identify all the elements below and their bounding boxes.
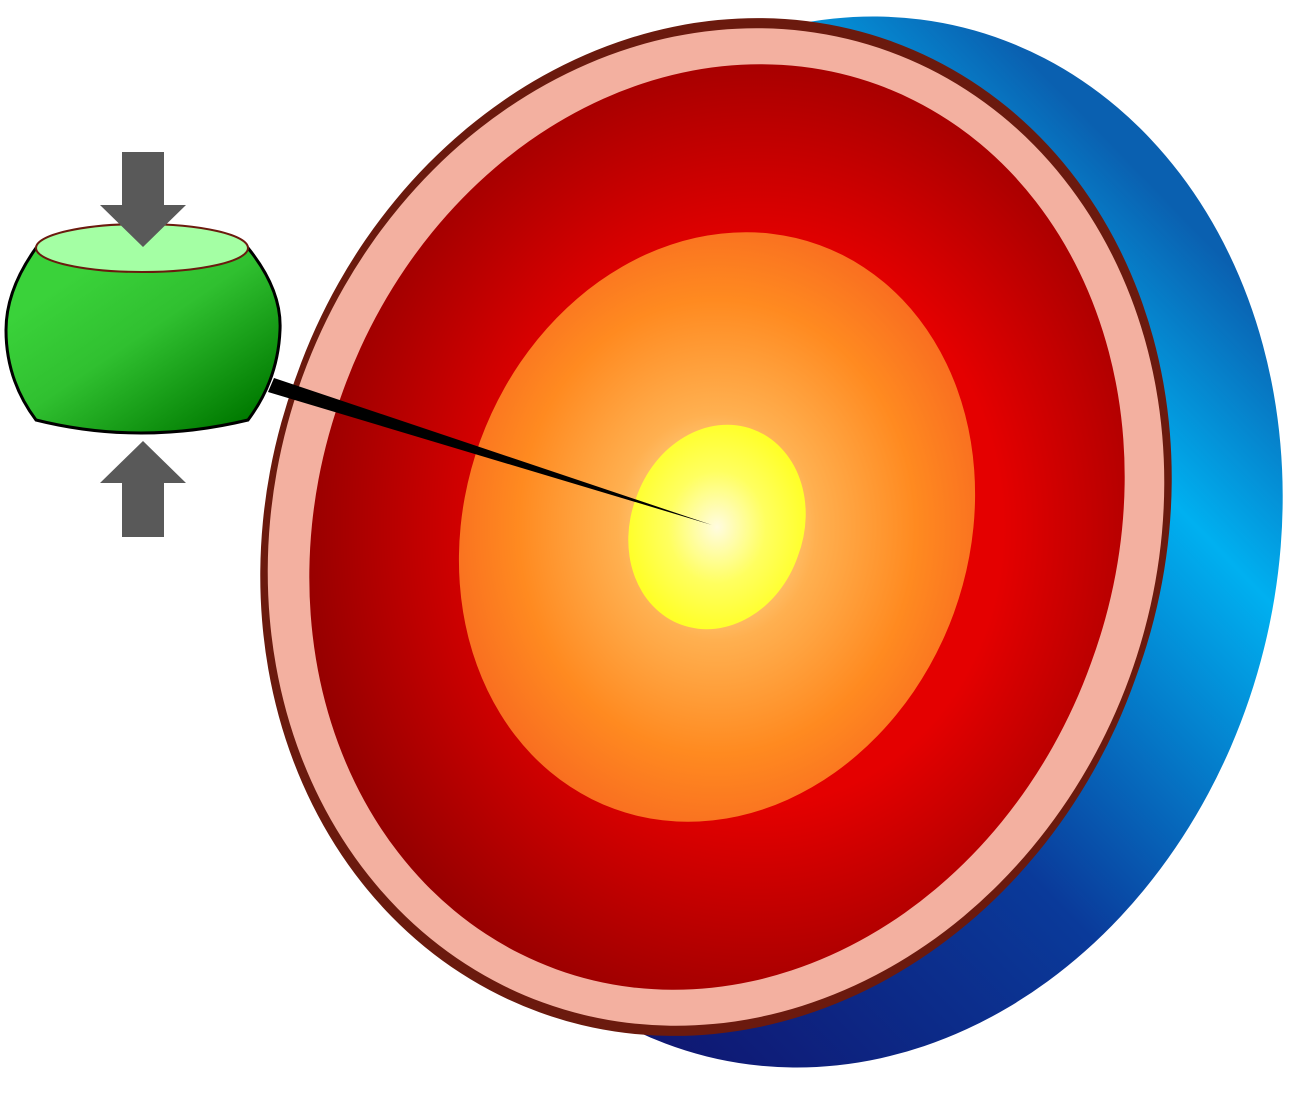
sample-body [4,246,282,435]
inner-core [628,424,806,630]
arrow-up-icon [100,441,186,537]
pointer-line [268,378,712,525]
arrow-down-icon [100,152,186,247]
